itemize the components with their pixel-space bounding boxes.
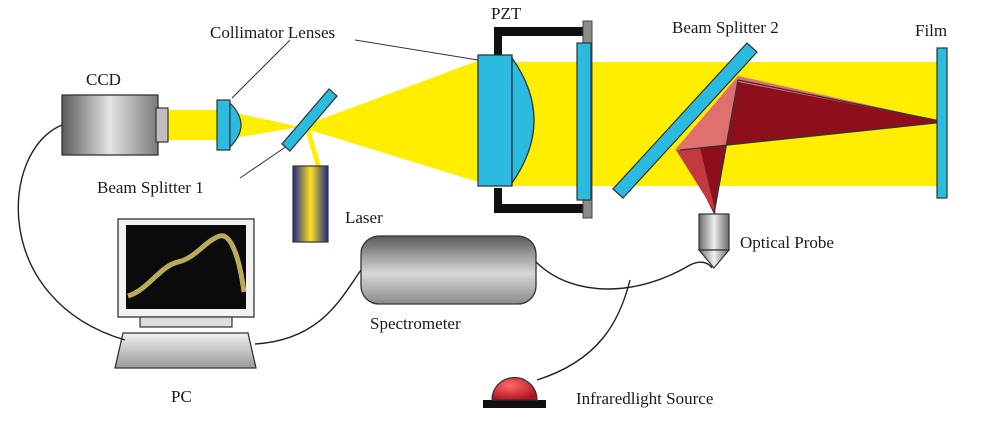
label-infrared-source: Infraredlight Source [576, 389, 713, 408]
pc-base [114, 332, 257, 369]
reflection-to-probe [676, 148, 716, 214]
cable-infrared [536, 279, 631, 381]
label-beam-splitter-2: Beam Splitter 2 [672, 18, 779, 37]
collimator-lens-large [477, 54, 513, 187]
infrared-source [483, 376, 546, 408]
beam-paths [168, 57, 946, 215]
beam-converging-cone [222, 110, 300, 140]
label-optical-probe: Optical Probe [740, 233, 834, 252]
pzt-top-bar [497, 27, 583, 36]
labels: Collimator Lenses PZT Beam Splitter 2 Fi… [86, 4, 947, 408]
label-pzt: PZT [491, 4, 522, 23]
collimator-lens-small [216, 99, 242, 151]
pzt-bottom-bar [497, 204, 583, 213]
beam-laser-vertical [303, 122, 321, 166]
optical-probe [697, 213, 731, 269]
beam-ccd-segment [168, 110, 220, 140]
label-beam-splitter-1: Beam Splitter 1 [97, 178, 204, 197]
cable-pc-spectrometer [254, 269, 362, 345]
film-plate [936, 47, 948, 199]
pzt-plate [576, 42, 592, 201]
reflection-dark [682, 82, 945, 214]
label-film: Film [915, 21, 947, 40]
beam-splitter-1 [281, 88, 338, 152]
cable-spectrometer-probe [535, 261, 713, 290]
label-collimator-lenses: Collimator Lenses [210, 23, 335, 42]
label-pc: PC [171, 387, 192, 406]
pc-screen-spectrum [127, 233, 247, 299]
beam-splitter-2 [612, 42, 758, 199]
spectrometer-box [360, 235, 537, 305]
pc-computer [114, 218, 257, 369]
pointer-lines [231, 39, 479, 179]
laser-source [292, 165, 329, 243]
label-laser: Laser [345, 208, 383, 227]
pzt-assembly [477, 20, 593, 219]
label-spectrometer: Spectrometer [370, 314, 461, 333]
cable-ccd-pc [17, 124, 126, 341]
label-ccd: CCD [86, 70, 121, 89]
ccd-camera [61, 94, 169, 156]
beam-diverging-cone [300, 57, 488, 185]
cables [17, 124, 713, 381]
